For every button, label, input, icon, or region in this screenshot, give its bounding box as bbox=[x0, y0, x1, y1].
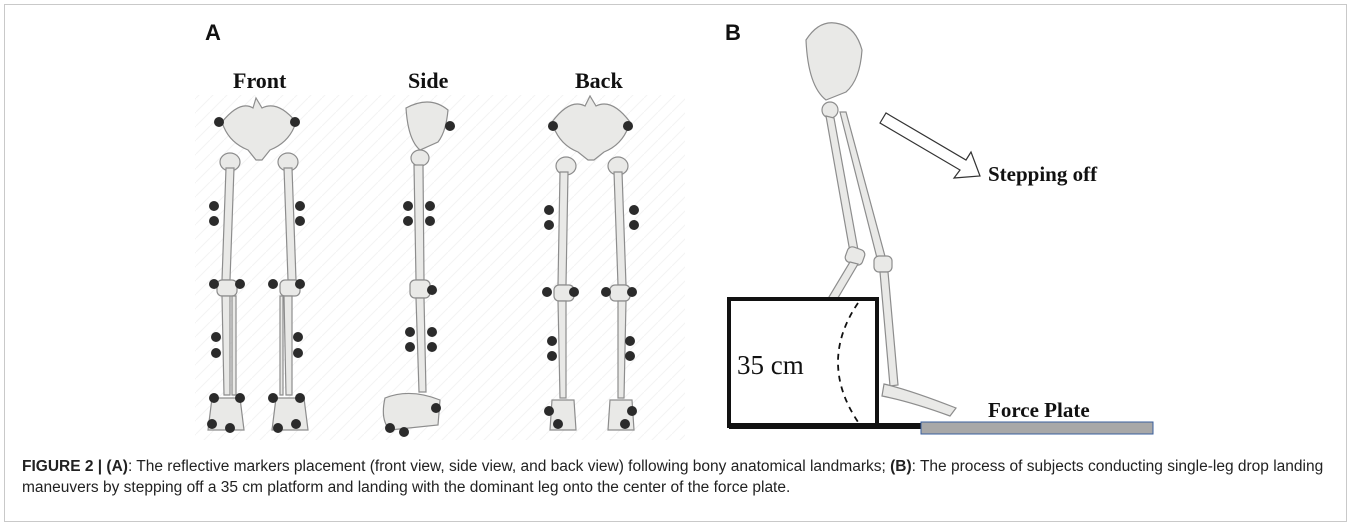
force-plate-label: Force Plate bbox=[988, 398, 1090, 422]
stepping-arrow bbox=[880, 113, 980, 178]
panel-b-illustration: Stepping off 35 cm Force Plate bbox=[0, 0, 1352, 450]
platform-height-label: 35 cm bbox=[737, 350, 804, 380]
caption-text-a: : The reflective markers placement (fron… bbox=[128, 458, 890, 475]
caption-lead-b: (B) bbox=[890, 458, 912, 475]
ground-line bbox=[729, 423, 922, 429]
figure-caption: FIGURE 2 | (A): The reflective markers p… bbox=[22, 456, 1332, 498]
stepping-off-label: Stepping off bbox=[988, 162, 1098, 186]
force-plate bbox=[921, 422, 1153, 434]
caption-lead-a: FIGURE 2 | (A) bbox=[22, 458, 128, 475]
